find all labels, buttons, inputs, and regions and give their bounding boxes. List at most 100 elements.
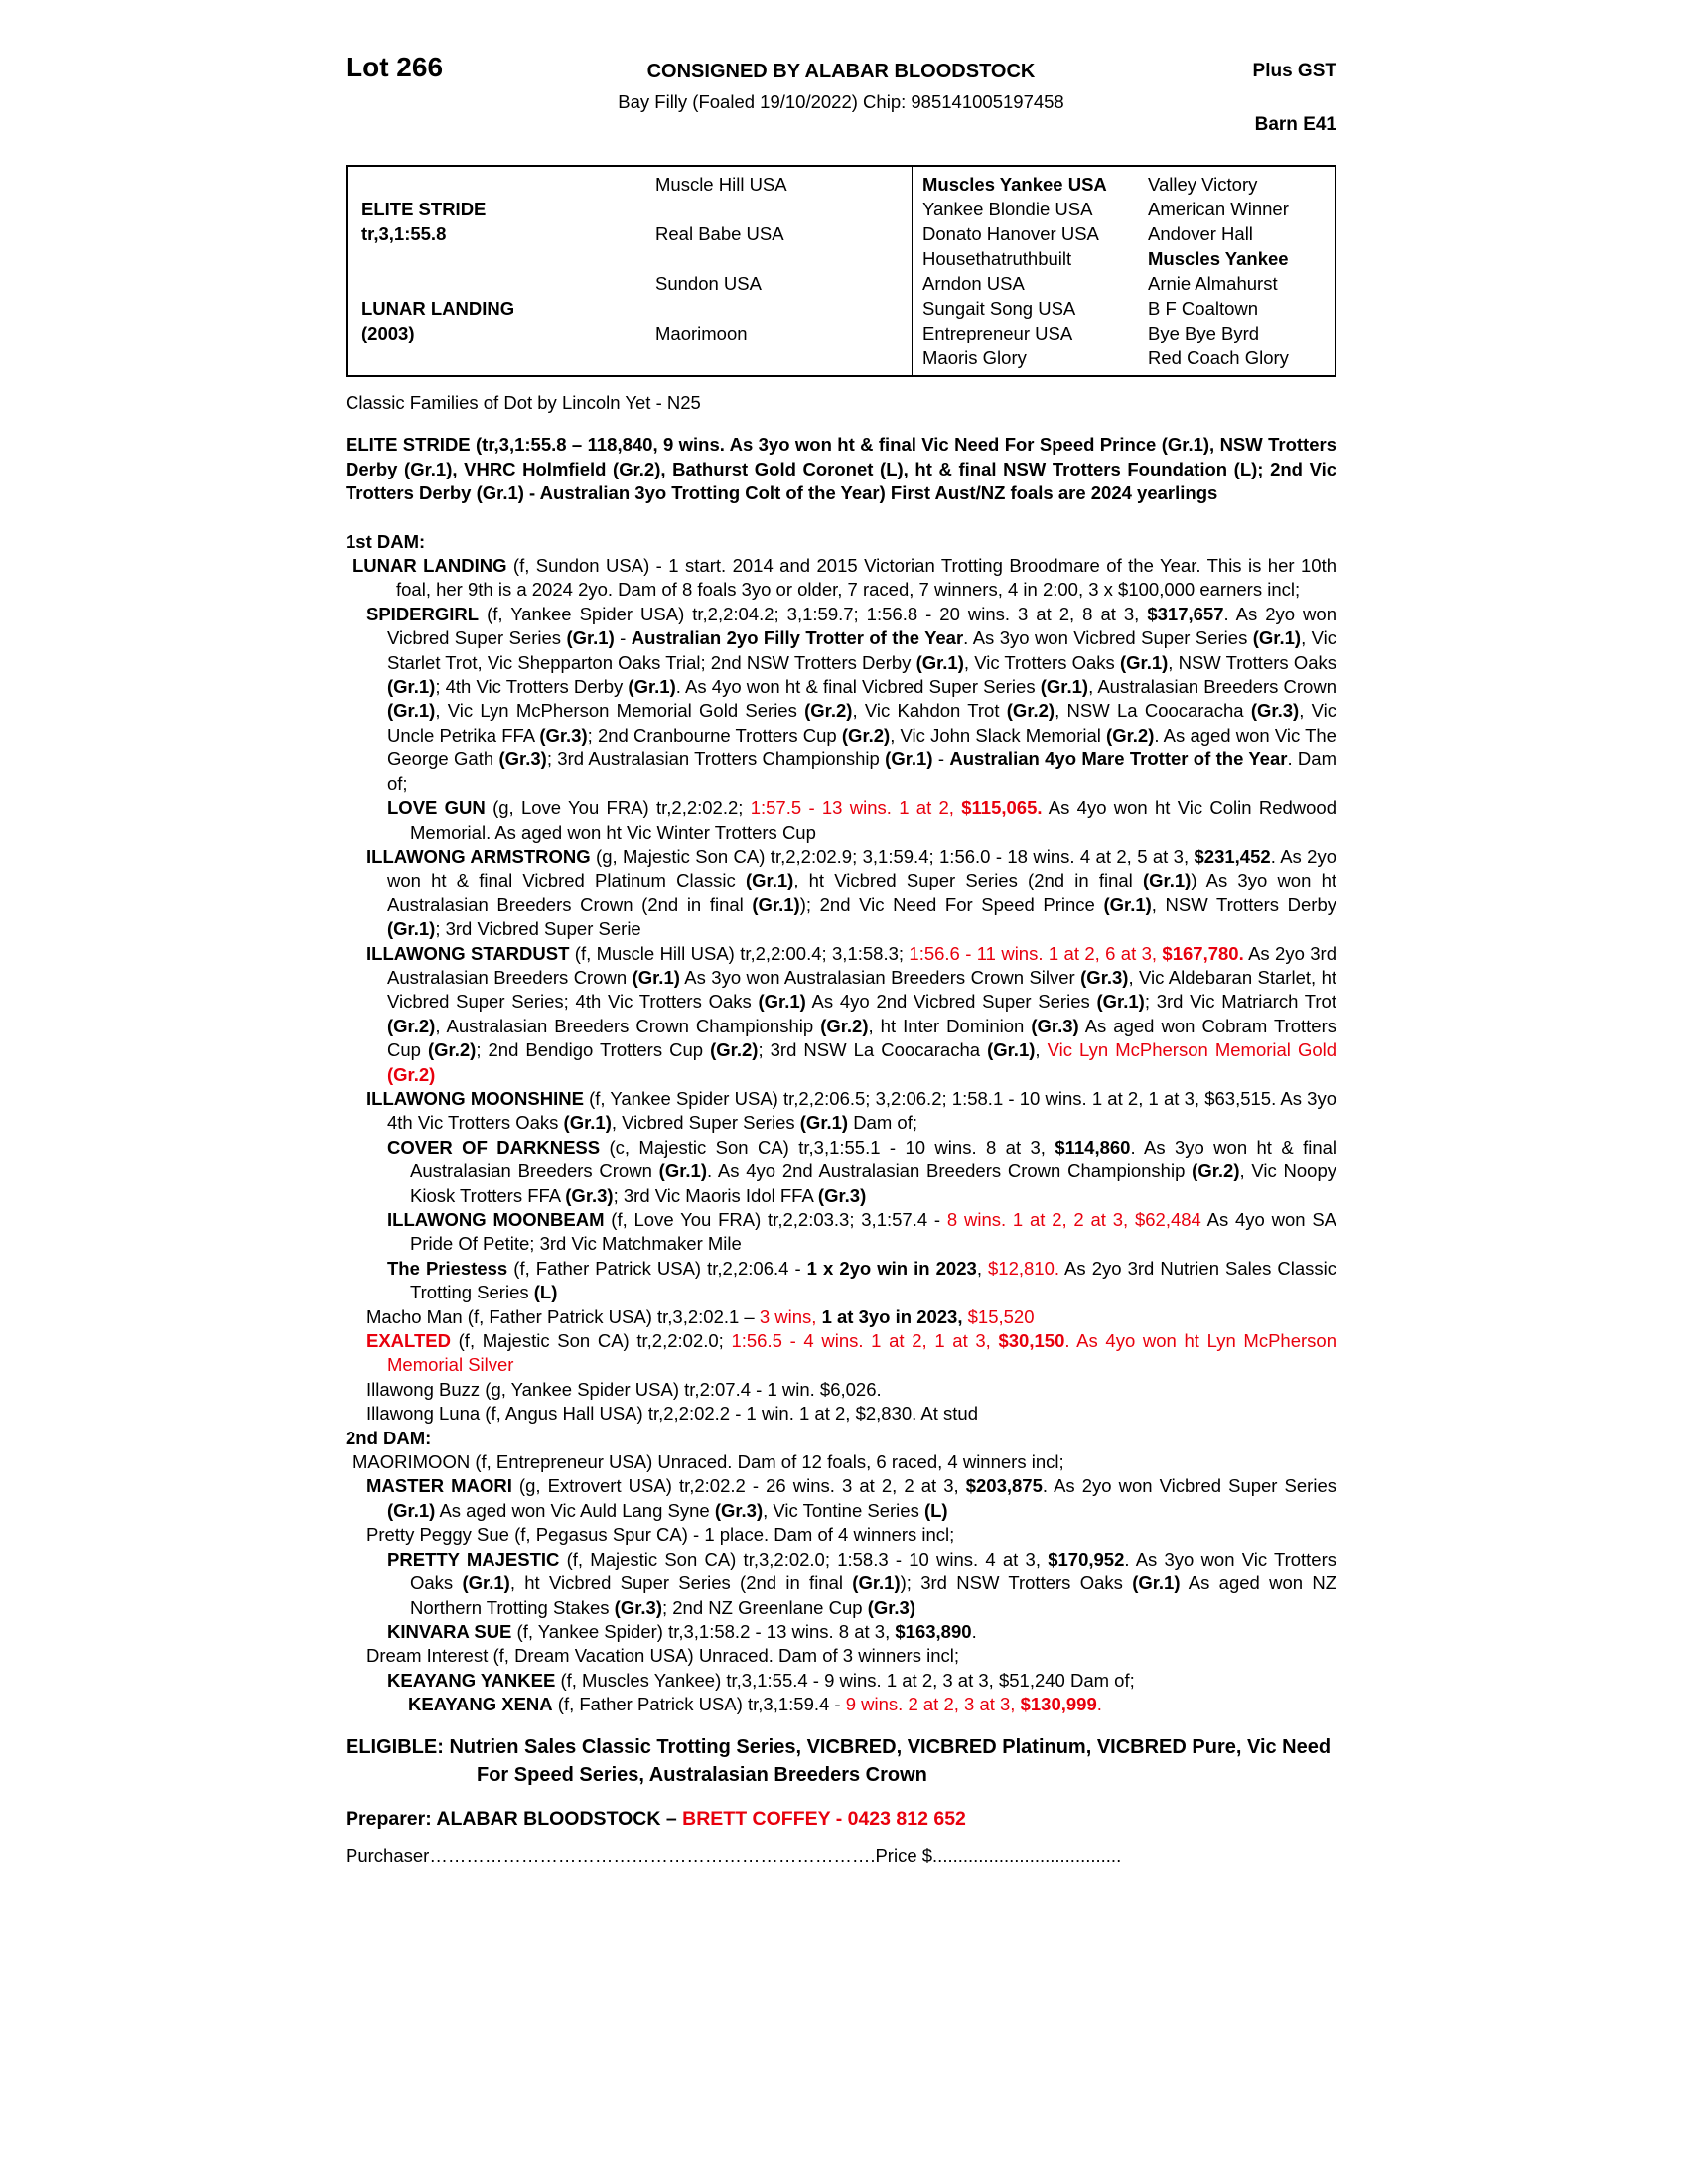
text-run: , Vic Starlet Trot, Vic Shepparton Oaks …	[387, 627, 1336, 673]
text-run: $12,810.	[988, 1257, 1060, 1279]
text-run: 2nd DAM:	[346, 1427, 432, 1448]
text-run: . As 4yo 2nd Australasian Breeders Crown…	[706, 1160, 1193, 1182]
text-run: Illawong Buzz (g, Yankee Spider USA) tr,…	[366, 1378, 882, 1400]
text-run: (Gr.1)	[387, 918, 436, 940]
text-run: , Vic Tontine Series	[763, 1499, 924, 1521]
text-run: (Gr.1)	[1096, 991, 1145, 1013]
text-run: , ht Inter Dominion	[868, 1015, 1032, 1036]
text-run: ) As 3yo won ht Australasian Breeders Cr…	[387, 870, 1337, 915]
first-dam-heading: 1st DAM:	[346, 530, 1336, 554]
text-run: , Vic Aldebaran Starlet, ht Vicbred Supe…	[387, 966, 1336, 1013]
pedigree-name: Entrepreneur USA	[912, 316, 1148, 345]
text-run: (Gr.2)	[387, 1015, 436, 1036]
text-run: 1:56.6 - 11 wins. 1 at 2, 6 at 3,	[909, 942, 1163, 964]
pedigree-name: Sungait Song USA	[912, 291, 1148, 321]
text-run: , NSW La Coocaracha	[1055, 700, 1251, 722]
text-run: , NSW Trotters Oaks	[1168, 651, 1336, 673]
plus-gst-label: Plus GST	[1252, 61, 1336, 81]
text-run: (Gr.1)	[1103, 893, 1152, 915]
pedigree-name: Arnie Almahurst	[1148, 273, 1278, 294]
text-run: (f, Father Patrick USA) tr,2,2:06.4 -	[507, 1257, 807, 1279]
text-run: (Gr.3)	[614, 1596, 662, 1618]
entry-spidergirl: SPIDERGIRL (f, Yankee Spider USA) tr,2,2…	[346, 603, 1336, 796]
text-run: (Gr.3)	[867, 1596, 916, 1618]
text-run: (Gr.1)	[799, 1112, 849, 1134]
text-run: ; 4th Vic Trotters Derby	[435, 676, 629, 698]
text-run: (f, Yankee Spider) tr,3,1:58.2 - 13 wins…	[511, 1620, 896, 1642]
text-run: MASTER MAORI	[366, 1475, 512, 1497]
text-run: (Gr.2)	[710, 1039, 759, 1061]
text-run: Classic Families of Dot by Lincoln Yet -…	[346, 392, 701, 413]
text-run: (Gr.1)	[852, 1572, 901, 1594]
text-run: (Gr.1)	[387, 676, 436, 698]
text-run: , ht Vicbred Super Series (2nd in final	[509, 1572, 853, 1594]
text-run: KINVARA SUE	[387, 1620, 512, 1642]
text-run: (Gr.1)	[1252, 627, 1302, 649]
entry-maorimoon: MAORIMOON (f, Entrepreneur USA) Unraced.…	[346, 1450, 1336, 1474]
text-run: (Gr.1)	[752, 893, 800, 915]
pedigree-name: American Winner	[1148, 199, 1289, 219]
text-run: (Gr.3)	[1080, 966, 1129, 988]
classic-families-note: Classic Families of Dot by Lincoln Yet -…	[346, 391, 1336, 415]
text-run: (Gr.1)	[1119, 651, 1169, 673]
text-run: . As aged won Vic The George Gath	[387, 724, 1336, 770]
text-run: 1 x 2yo win in 2023	[806, 1257, 977, 1279]
preparer-note: Preparer: ALABAR BLOODSTOCK – BRETT COFF…	[346, 1807, 1336, 1831]
text-run: SPIDERGIRL	[366, 603, 480, 624]
text-run: (g, Extrovert USA) tr,2:02.2 - 26 wins. …	[511, 1475, 966, 1497]
header-center: CONSIGNED BY ALABAR BLOODSTOCK Bay Filly…	[346, 60, 1336, 115]
text-run: (Gr.2)	[1006, 700, 1055, 722]
text-run: Vic Lyn McPherson Memorial Gold	[1047, 1039, 1337, 1061]
entry-the-priestess: The Priestess (f, Father Patrick USA) tr…	[346, 1257, 1336, 1305]
text-run: . As 2yo won Vicbred Super Series	[1042, 1475, 1336, 1497]
pedigree-name: Sundon USA	[655, 273, 762, 294]
text-run: Macho Man (f, Father Patrick USA) tr,3,2…	[366, 1305, 760, 1327]
pedigree-name: Maoris Glory	[912, 341, 1148, 375]
text-run: (f, Majestic Son CA) tr,2,2:02.0;	[450, 1330, 732, 1352]
pedigree-name: Real Babe USA	[655, 223, 784, 244]
text-run: (Gr.1)	[658, 1160, 707, 1182]
text-run: (Gr.2)	[841, 724, 891, 746]
text-run: (Gr.2)	[387, 1063, 436, 1085]
text-run: . As 2yo won ht & final Vicbred Platinum…	[387, 845, 1336, 891]
entry-illawong-moonbeam: ILLAWONG MOONBEAM (f, Love You FRA) tr,2…	[346, 1208, 1336, 1257]
text-run: (Gr.2)	[428, 1039, 477, 1061]
text-run: , Australasian Breeders Crown	[1088, 676, 1336, 698]
text-run: (L)	[923, 1499, 948, 1521]
text-run: . As 3yo won ht & final Australasian Bre…	[410, 1136, 1337, 1182]
text-run: ,	[1035, 1039, 1048, 1061]
text-run: (f, Majestic Son CA) tr,3,2:02.0; 1:58.3…	[559, 1548, 1049, 1570]
text-run: KEAYANG YANKEE	[387, 1669, 556, 1691]
purchaser-line: Purchaser……………………………………………………………….Price …	[346, 1844, 1336, 1868]
consignor-title: CONSIGNED BY ALABAR BLOODSTOCK	[646, 61, 1036, 82]
pedigree-name: Housethatruthbuilt	[912, 241, 1148, 271]
text-run: The Priestess	[387, 1257, 508, 1279]
pedigree-name: B F Coaltown	[1148, 298, 1259, 319]
pedigree-empty-cell	[655, 345, 912, 370]
text-run: , Vicbred Super Series	[611, 1112, 800, 1134]
text-run: (Gr.3)	[1250, 700, 1300, 722]
text-run: (Gr.1)	[632, 966, 680, 988]
text-run: (Gr.3)	[539, 724, 588, 746]
pedigree-empty-cell	[655, 197, 912, 221]
text-run: As 4yo 2nd Vicbred Super Series	[805, 991, 1097, 1013]
text-run: $62,484	[1134, 1209, 1201, 1230]
entry-illawong-armstrong: ILLAWONG ARMSTRONG (g, Majestic Son CA) …	[346, 845, 1336, 942]
text-run: (Gr.2)	[804, 700, 853, 722]
entry-keayang-xena: KEAYANG XENA (f, Father Patrick USA) tr,…	[346, 1693, 1336, 1716]
text-run: , Vic Lyn McPherson Memorial Gold Series	[435, 700, 805, 722]
second-dam-heading: 2nd DAM:	[346, 1427, 1336, 1450]
text-run: (L)	[533, 1282, 558, 1303]
pedigree-name: Maorimoon	[655, 323, 748, 343]
text-run: (Gr.3)	[714, 1499, 764, 1521]
text-run: 1st DAM:	[346, 530, 426, 552]
text-run: (Gr.3)	[565, 1184, 614, 1206]
text-run: (Gr.1)	[758, 991, 806, 1013]
text-run: (Gr.1)	[1132, 1572, 1181, 1594]
text-run: , Vic Uncle Petrika FFA	[387, 700, 1336, 746]
